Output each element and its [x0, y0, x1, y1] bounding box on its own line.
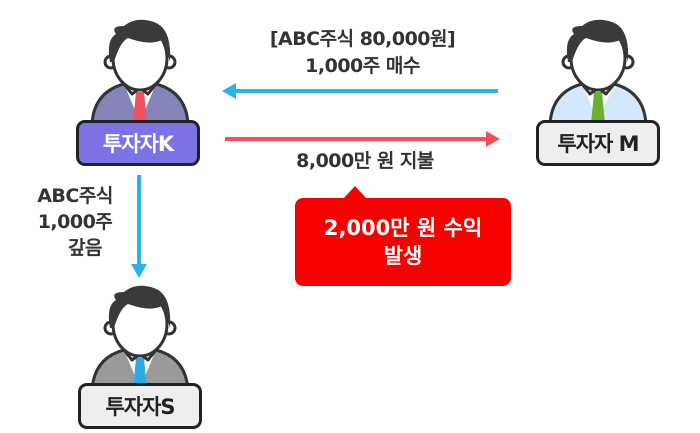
repay-label-line3: 갚음	[68, 237, 102, 259]
repay-label-line2: 1,000주	[37, 211, 113, 233]
profit-callout: 2,000만 원 수익 발생	[295, 186, 511, 286]
pay-label: 8,000만 원 지불	[296, 150, 434, 172]
buy-arrow	[222, 83, 498, 99]
investor-m-avatar	[548, 19, 648, 124]
investor-s-avatar	[90, 285, 190, 390]
repay-arrow	[131, 175, 147, 278]
repay-label: ABC주식 1,000주 갚음	[20, 183, 130, 261]
buy-label: [ABC주식 80,000원] 1,000주 매수	[240, 26, 485, 80]
investor-k-label: 투자자K	[76, 120, 200, 166]
investor-s-label: 투자자S	[78, 383, 202, 429]
buy-label-line1: [ABC주식 80,000원]	[269, 28, 456, 50]
investor-m-label: 투자자 M	[536, 120, 660, 166]
profit-callout-line1: 2,000만 원 수익	[323, 216, 483, 240]
pay-arrow	[225, 131, 500, 147]
investor-k-avatar	[90, 19, 190, 124]
buy-label-line2: 1,000주 매수	[305, 55, 420, 77]
profit-callout-line2: 발생	[383, 244, 423, 268]
repay-label-line1: ABC주식	[37, 185, 113, 207]
